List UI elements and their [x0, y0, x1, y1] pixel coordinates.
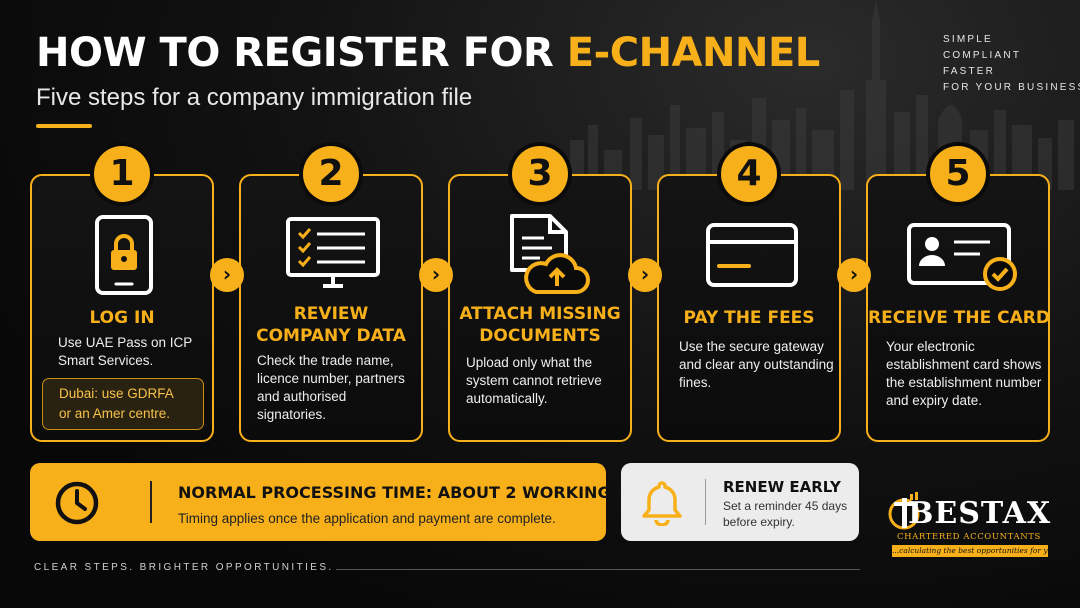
document-upload-icon [510, 214, 590, 294]
step-title: ATTACH MISSING [459, 304, 621, 324]
step-title: REVIEW [293, 304, 369, 324]
divider [705, 479, 706, 525]
step-card-5: RECEIVE THE CARD Your electronic establi… [866, 174, 1050, 442]
tagline-line: COMPLIANT [943, 50, 1022, 61]
tagline-line: SIMPLE [943, 34, 993, 45]
tagline-line: FOR YOUR BUSINESS [943, 82, 1080, 93]
step-card-2: REVIEW COMPANY DATA Check the trade name… [239, 174, 423, 442]
step-number-badge: 4 [721, 146, 777, 202]
title-underline [36, 124, 92, 128]
step-card-4: PAY THE FEES Use the secure gateway and … [657, 174, 841, 442]
chevron-right-icon: › [210, 258, 244, 292]
step-title: LOG IN [89, 308, 155, 328]
step-description: Your electronic establishment card shows… [886, 339, 1042, 408]
id-card-check-icon [907, 223, 1017, 291]
step-description: Upload only what the system cannot retri… [466, 355, 602, 406]
step-title: PAY THE FEES [683, 308, 815, 328]
checklist-monitor-icon [286, 217, 380, 288]
step-note: Dubai: use GDRFA or an Amer centre. [42, 378, 204, 430]
logo-subtitle: CHARTERED ACCOUNTANTS [897, 532, 1041, 542]
step-title: COMPANY DATA [256, 326, 406, 346]
processing-time-banner: NORMAL PROCESSING TIME: ABOUT 2 WORKING … [30, 463, 663, 541]
logo-mark-icon [888, 492, 920, 530]
step-description: Use the secure gateway and clear any out… [679, 339, 834, 390]
step-number-badge: 3 [512, 146, 568, 202]
renew-title: RENEW EARLY [723, 478, 841, 496]
step-card-1: LOG IN Use UAE Pass on ICP Smart Service… [30, 174, 214, 442]
page-title: HOW TO REGISTER FOR E-CHANNEL [36, 30, 820, 76]
step-card-3: ATTACH MISSING DOCUMENTS Upload only wha… [448, 174, 632, 442]
step-number-badge: 2 [303, 146, 359, 202]
logo-slogan: ...calculating the best opportunities fo… [892, 545, 1057, 557]
step-description: Use UAE Pass on ICP Smart Services. [58, 335, 193, 368]
footer-divider [336, 569, 860, 570]
step-title: DOCUMENTS [479, 326, 601, 346]
step-number-badge: 1 [94, 146, 150, 202]
clock-icon [55, 481, 99, 525]
credit-card-icon [706, 223, 798, 287]
processing-title: NORMAL PROCESSING TIME: ABOUT 2 WORKING … [178, 483, 664, 502]
step-title: RECEIVE THE CARD [868, 308, 1050, 328]
step-number-badge: 5 [930, 146, 986, 202]
renew-description: Set a reminder 45 days before expiry. [723, 499, 848, 529]
tagline: SIMPLE COMPLIANT FASTER FOR YOUR BUSINES… [943, 32, 1080, 96]
renew-early-box: RENEW EARLY Set a reminder 45 days befor… [621, 463, 859, 541]
phone-lock-icon [95, 215, 153, 295]
chevron-right-icon: › [419, 258, 453, 292]
chevron-right-icon: › [628, 258, 662, 292]
divider [150, 481, 152, 523]
logo-wordmark: BESTAX [908, 496, 1052, 531]
chevron-right-icon: › [837, 258, 871, 292]
step-description: Check the trade name, licence number, pa… [257, 353, 405, 422]
processing-description: Timing applies once the application and … [178, 511, 556, 526]
bestax-logo: BESTAX CHARTERED ACCOUNTANTS ...calculat… [886, 490, 1057, 562]
bell-icon [642, 481, 682, 526]
footer-slogan: CLEAR STEPS. BRIGHTER OPPORTUNITIES. [34, 562, 334, 573]
tagline-line: FASTER [943, 66, 996, 77]
page-subtitle: Five steps for a company immigration fil… [36, 84, 473, 111]
